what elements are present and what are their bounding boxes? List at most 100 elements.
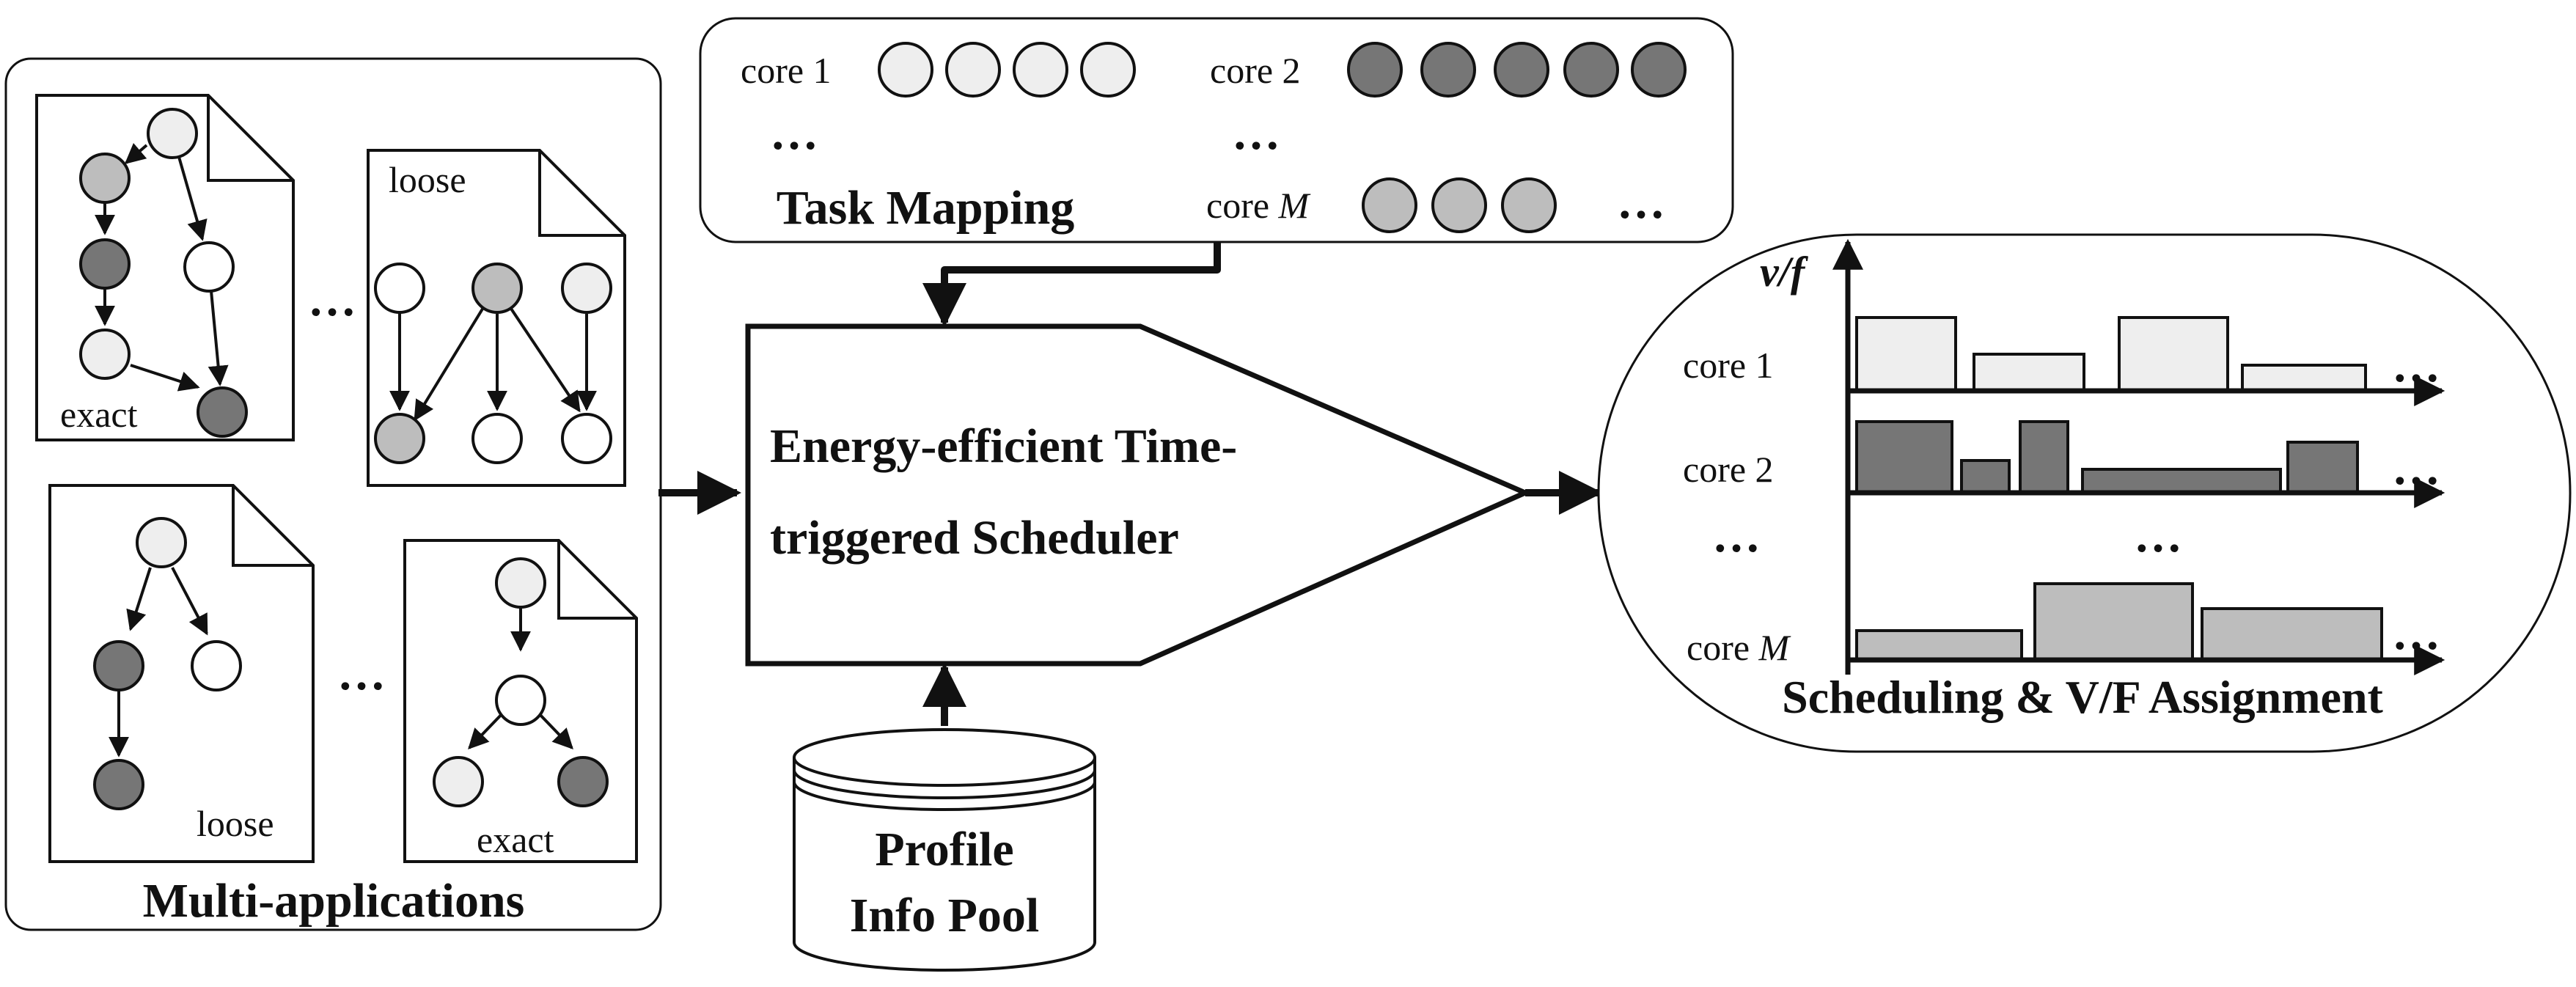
core-2-tasks — [1347, 42, 1687, 98]
task-node — [557, 756, 609, 807]
mapped-task — [1431, 177, 1487, 233]
document-fold — [557, 540, 636, 620]
task-mapping-panel: core 1 core 2 … … Task Mapping core M … — [699, 17, 1734, 243]
task-node — [471, 413, 523, 464]
task-node — [79, 238, 131, 290]
mapping-ellipsis-1: … — [770, 106, 818, 160]
mapped-task — [1362, 177, 1417, 233]
core-1-row-label: core 1 — [1683, 345, 1774, 386]
flow-arrow-mapping-to-scheduler — [922, 242, 1221, 327]
schedule-slot — [2286, 441, 2359, 494]
mapped-task — [1563, 42, 1619, 98]
task-node — [93, 640, 144, 691]
task-mapping-title: Task Mapping — [777, 181, 1075, 235]
dependency-edge — [175, 146, 208, 241]
multi-applications-panel: exact … loose — [4, 57, 662, 931]
vf-axis-label: v/f — [1760, 248, 1809, 296]
dependency-edge — [130, 364, 200, 392]
core-2-label: core 2 — [1210, 50, 1301, 91]
app-document-3: loose — [48, 484, 315, 863]
mapped-task — [1420, 42, 1476, 98]
mapped-task — [945, 42, 1001, 98]
pool-title-line-1: Profile — [875, 823, 1013, 876]
task-node — [136, 517, 187, 568]
schedule-slot — [2118, 316, 2229, 392]
mapped-task — [1013, 42, 1068, 98]
task-node — [561, 413, 612, 464]
dependency-edge — [208, 290, 229, 386]
pool-cylinder-top — [793, 728, 1096, 787]
assignment-title: Scheduling & V/F Assignment — [1782, 671, 2383, 723]
app-document-4: exact — [403, 539, 638, 863]
scheduler-title-line-1: Energy-efficient Time- — [770, 419, 1237, 473]
schedule-slot — [2241, 364, 2367, 392]
pool-title-line-2: Info Pool — [850, 889, 1040, 942]
task-node — [183, 241, 235, 293]
scheduler-block: Energy-efficient Time- triggered Schedul… — [745, 323, 1532, 667]
document-tag-label: loose — [197, 803, 274, 844]
mapped-task — [1347, 42, 1403, 98]
task-node — [147, 108, 198, 159]
mapped-task — [1501, 177, 1557, 233]
core-m-row-label: core M — [1687, 627, 1791, 668]
document-tag-label: exact — [60, 394, 138, 435]
mapping-ellipsis-2: … — [1232, 106, 1280, 160]
apps-ellipsis-2: … — [337, 647, 386, 700]
core-m-schedule — [1855, 582, 2383, 661]
assignment-panel: v/f core 1 … core 2 … … … core M — [1597, 233, 2572, 753]
schedule-slot — [1855, 316, 1957, 392]
schedule-slot — [1855, 420, 1953, 494]
schedule-slot — [1960, 459, 2011, 494]
document-fold — [232, 485, 313, 567]
core-m-label: core M — [1206, 185, 1311, 226]
task-node — [374, 263, 425, 314]
task-node — [93, 759, 144, 810]
dependency-edge — [126, 567, 152, 631]
applications-title: Multi-applications — [143, 874, 525, 928]
dependency-edge — [535, 710, 573, 750]
core-1-schedule — [1855, 316, 2367, 392]
schedule-slot — [2019, 420, 2069, 494]
dependency-edge — [468, 710, 506, 750]
core-m-row-ellipsis: … — [2392, 606, 2440, 660]
task-node — [197, 386, 248, 438]
task-node — [191, 640, 242, 691]
document-tag-label: exact — [477, 819, 554, 860]
mapping-ellipsis-3: … — [1617, 175, 1665, 229]
pool-cylinder-body — [793, 757, 1096, 972]
schedule-slot — [1973, 353, 2085, 392]
core-2-row-label: core 2 — [1683, 449, 1774, 490]
task-node — [471, 263, 523, 314]
task-node — [495, 675, 546, 726]
dependency-edge — [414, 305, 485, 422]
core-m-tasks — [1362, 177, 1557, 233]
app-document-1: exact — [35, 94, 295, 441]
document-fold — [207, 95, 293, 182]
profile-info-pool: Profile Info Pool — [793, 728, 1096, 972]
dependency-edge — [508, 305, 581, 413]
core-1-tasks — [878, 42, 1136, 98]
schedule-slot — [2033, 582, 2194, 661]
mapped-task — [1080, 42, 1136, 98]
mapped-task — [878, 42, 933, 98]
core-1-label: core 1 — [741, 50, 832, 91]
task-node — [79, 329, 131, 380]
mapped-task — [1494, 42, 1549, 98]
app-document-2: loose — [367, 149, 626, 487]
scheduler-title-line-2: triggered Scheduler — [770, 511, 1179, 565]
document-fold — [538, 150, 625, 237]
dependency-edge — [124, 142, 148, 164]
task-node — [374, 413, 425, 464]
core-2-row-ellipsis: … — [2392, 441, 2440, 495]
scheduler-shape — [745, 323, 1532, 667]
dependency-edge — [171, 567, 208, 636]
schedule-slot — [1855, 629, 2023, 661]
mapped-task — [1631, 42, 1687, 98]
task-node — [79, 153, 131, 204]
task-node — [561, 263, 612, 314]
task-node — [495, 557, 546, 609]
schedule-slot — [2081, 468, 2282, 494]
pool-cylinder-ring — [793, 769, 1096, 799]
assignment-ellipsis-left: … — [1712, 509, 1761, 562]
